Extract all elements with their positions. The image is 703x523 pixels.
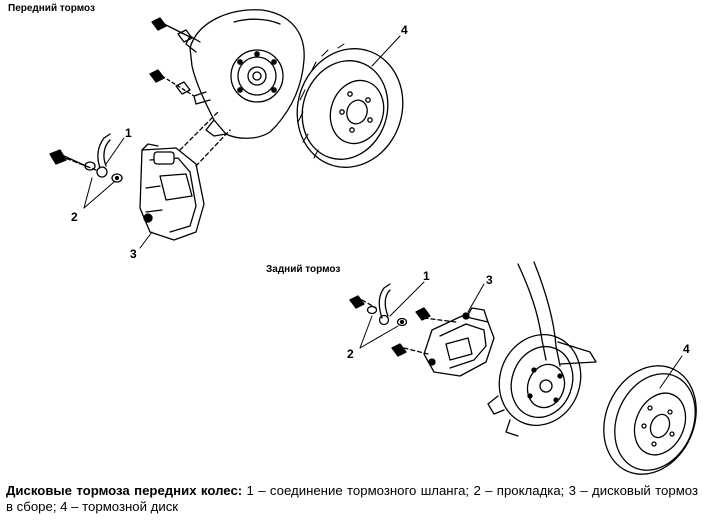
- rear-brake-hose-connection: [349, 283, 431, 357]
- rear-suspension-arm: [517, 261, 597, 367]
- front-brake-hose-connection: [49, 133, 111, 178]
- rear-callout-1: 1: [423, 269, 430, 283]
- caption-title: Дисковые тормоза передних колес:: [6, 483, 243, 498]
- front-brake-disc: [296, 43, 404, 168]
- front-brake-caliper: [139, 143, 205, 241]
- rear-brake-disc: [603, 365, 697, 475]
- front-callout-1: 1: [125, 126, 132, 140]
- figure-caption: Дисковые тормоза передних колес: 1 – сое…: [6, 483, 698, 515]
- caption-text: 1 – соединение тормозного шланга; 2 – пр…: [6, 483, 698, 514]
- front-steering-knuckle: [185, 9, 305, 139]
- rear-leader-lines: [359, 281, 683, 389]
- rear-gaskets: [366, 305, 408, 327]
- rear-brake-caliper: [423, 307, 495, 377]
- brake-illustration: [49, 9, 697, 475]
- front-knuckle-bolts: [149, 17, 195, 97]
- front-brake-title: Передний тормоз: [8, 3, 95, 14]
- rear-callout-4: 4: [683, 342, 690, 356]
- front-callout-4: 4: [401, 23, 408, 37]
- rear-callout-2: 2: [347, 347, 354, 361]
- rear-brake-title: Задний тормоз: [266, 264, 341, 275]
- front-callout-3: 3: [130, 247, 137, 261]
- front-caliper-guide-lines: [59, 111, 231, 171]
- front-callout-2: 2: [71, 210, 78, 224]
- front-leader-lines: [83, 35, 401, 249]
- rear-callout-3: 3: [486, 273, 493, 287]
- rear-backing-plate: [487, 334, 582, 437]
- front-gaskets: [84, 161, 123, 183]
- front-hub: [230, 49, 284, 103]
